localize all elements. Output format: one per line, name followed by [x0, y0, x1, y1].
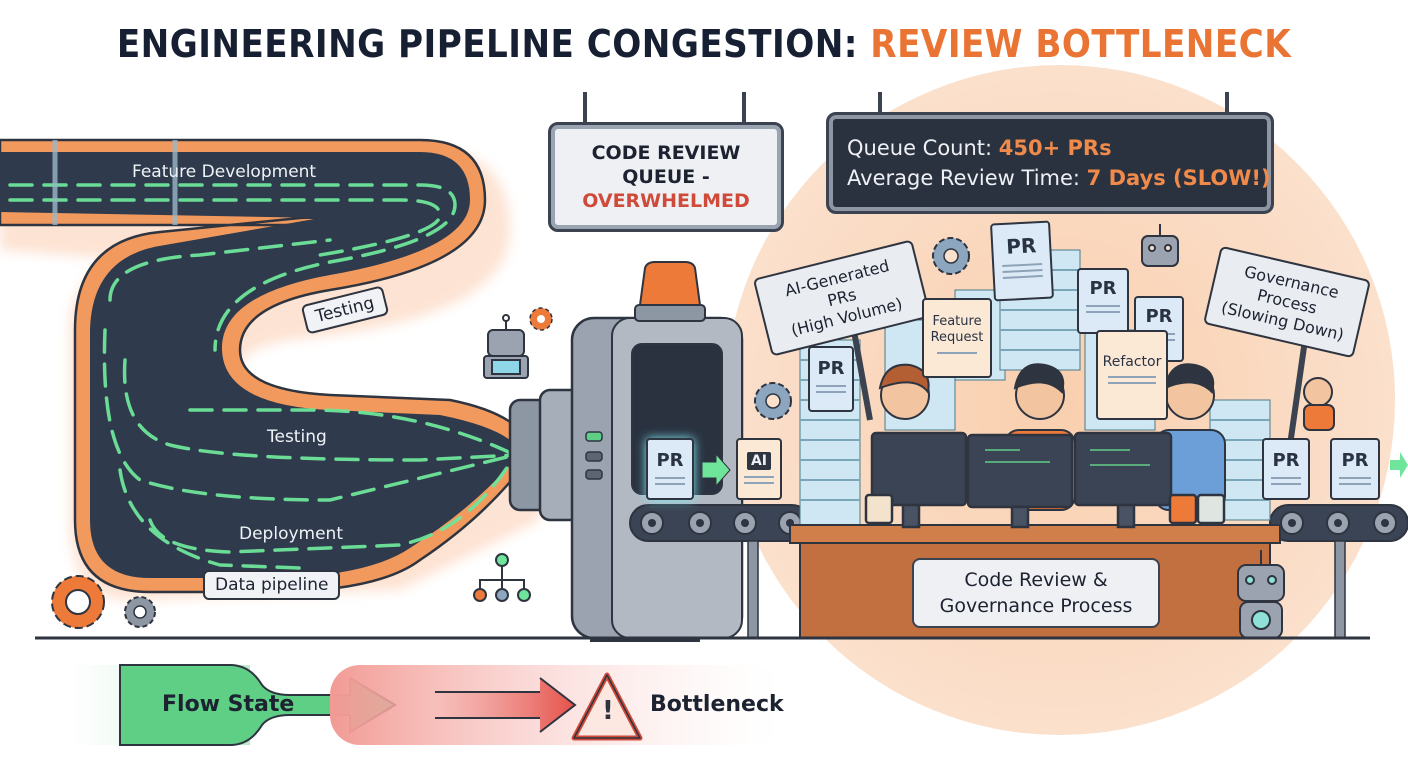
pr-document-label: PR [1272, 450, 1300, 471]
legend-flow-state: Flow State [162, 692, 295, 717]
legend-graphics [70, 452, 1408, 746]
stage-label-testing: Testing [267, 427, 327, 447]
page-title: ENGINEERING PIPELINE CONGESTION: REVIEW … [70, 22, 1337, 66]
pr-document-label: PR [656, 450, 684, 471]
pr-document: PR [1077, 268, 1129, 334]
queue-count-row: Queue Count: 450+ PRs [847, 133, 1271, 163]
stage-label-feature-development: Feature Development [132, 162, 317, 182]
gear-icons [51, 237, 970, 629]
feature-request-document: Feature Request [922, 298, 992, 378]
title-accent: REVIEW BOTTLENECK [870, 22, 1292, 66]
monitor-icons [864, 431, 1226, 529]
queue-count-value: 450+ PRs [998, 136, 1112, 160]
pr-document: PR [990, 220, 1054, 302]
gear-icon [932, 237, 970, 275]
coffee-mug-icon [1196, 493, 1226, 525]
incoming-pr-document: PR [646, 438, 694, 500]
desk-label-line2: Governance Process [939, 595, 1133, 617]
coffee-mug-icon [864, 493, 894, 525]
gear-icon [51, 575, 105, 629]
refactor-label: Refactor [1102, 354, 1162, 370]
conveyor-belt [629, 504, 1408, 639]
alarm-light-icon [638, 261, 702, 306]
stage-tag-data-pipeline: Data pipeline [203, 570, 341, 600]
feature-request-label: Feature Request [930, 314, 984, 345]
ai-document: AI [736, 438, 782, 500]
warning-exclamation: ! [602, 696, 614, 726]
pipeline-tube [0, 138, 522, 594]
arrow-right-icon [1390, 452, 1408, 478]
hierarchy-icon [473, 553, 531, 602]
title-main: ENGINEERING PIPELINE CONGESTION: [116, 22, 871, 66]
pr-document-label: PR [817, 358, 845, 379]
desk-label-line1: Code Review & [964, 569, 1108, 591]
coffee-mug-icon [1168, 493, 1198, 525]
monitor-icon [1073, 431, 1173, 507]
gear-icon [754, 382, 792, 420]
robot-icons [483, 224, 1285, 639]
ai-chip-label: AI [746, 452, 772, 470]
pr-document: PR [1330, 438, 1380, 500]
gear-icon [529, 307, 553, 331]
arrow-right-icon [701, 452, 731, 488]
pr-document-label: PR [1089, 278, 1117, 299]
stressed-person [1303, 377, 1333, 407]
review-time-label: Average Review Time: [847, 166, 1087, 190]
queue-count-label: Queue Count: [847, 136, 999, 160]
desk-nameplate: Code Review & Governance Process [912, 558, 1160, 628]
refactor-document: Refactor [1096, 330, 1168, 420]
pr-document-label: PR [1145, 306, 1173, 327]
robot-icon [1141, 224, 1179, 267]
queue-stats-sign: Queue Count: 450+ PRs Average Review Tim… [826, 112, 1274, 214]
code-review-queue-sign: CODE REVIEW QUEUE - OVERWHELMED [548, 122, 784, 232]
monitor-icon [966, 433, 1074, 509]
pr-document: PR [808, 346, 854, 412]
robot-icon [1237, 550, 1285, 639]
queue-sign-line2: QUEUE - [622, 166, 710, 188]
pr-document-label: PR [1341, 450, 1369, 471]
stage-label-deployment: Deployment [239, 524, 343, 544]
pr-document: PR [1262, 438, 1310, 500]
legend-bottleneck: Bottleneck [650, 692, 784, 717]
gear-icon [124, 596, 156, 628]
robot-icon [483, 314, 529, 379]
review-time-row: Average Review Time: 7 Days (SLOW!) [847, 163, 1271, 193]
queue-sign-line1: CODE REVIEW [591, 142, 741, 164]
pr-document-label: PR [1005, 233, 1037, 259]
review-time-value: 7 Days (SLOW!) [1086, 166, 1271, 190]
queue-sign-status: OVERWHELMED [582, 190, 750, 212]
